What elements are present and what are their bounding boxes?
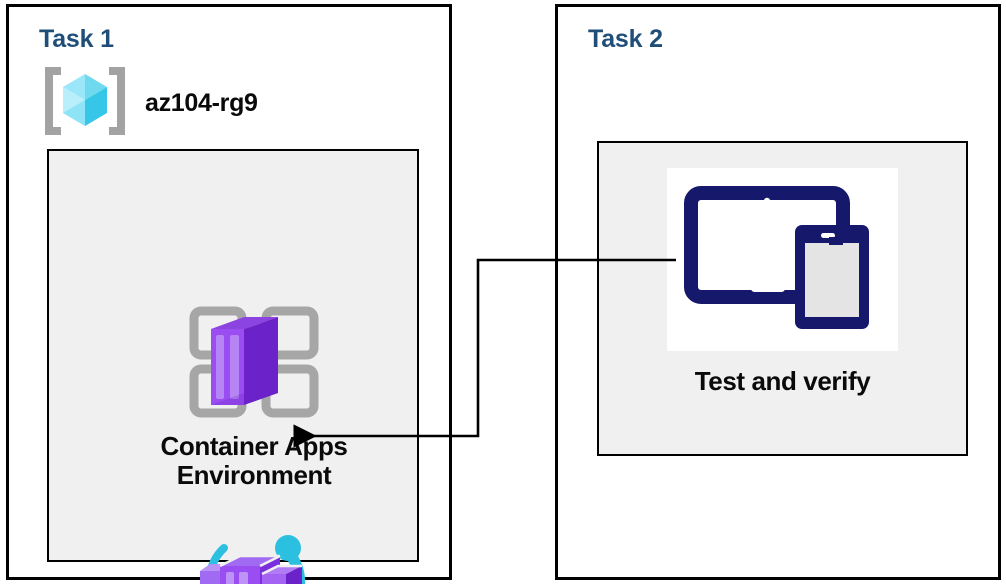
devices-test-icon-tile	[667, 168, 898, 351]
resource-group-icon	[39, 64, 131, 143]
test-and-verify-caption: Test and verify	[694, 366, 871, 396]
task-1-panel: Task 1	[6, 4, 452, 584]
container-app-icon	[188, 526, 320, 584]
resource-group-row: az104-rg9	[39, 64, 258, 143]
task-1-inner-container: Container Apps Environment	[47, 149, 419, 584]
container-app-item: Container App	[49, 526, 459, 584]
container-apps-environment-caption: Container Apps Environment	[160, 431, 348, 491]
task-1-heading: Task 1	[39, 25, 114, 53]
container-apps-environment-item: Container Apps Environment	[49, 303, 459, 490]
test-and-verify-item: Test and verify	[597, 168, 968, 396]
task-2-heading: Task 2	[588, 25, 663, 53]
devices-test-icon	[683, 179, 883, 340]
container-apps-environment-icon	[178, 303, 330, 426]
resource-group-name: az104-rg9	[145, 89, 258, 117]
